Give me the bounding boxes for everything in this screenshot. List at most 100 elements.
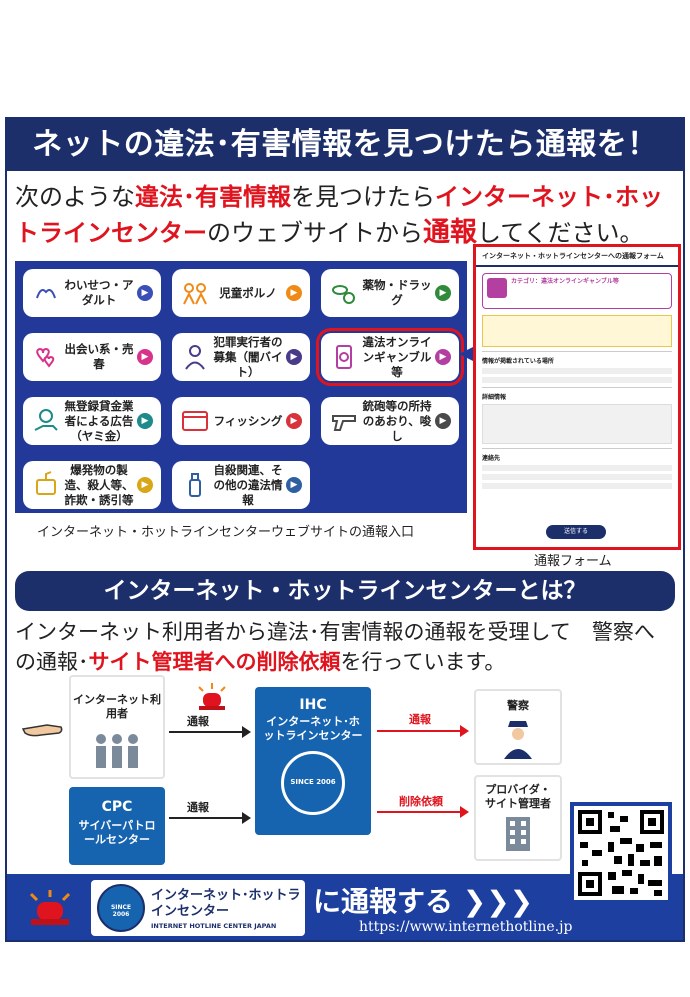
category-button-firearms[interactable]: 銃砲等の所持のあおり、唆し ▶ (321, 397, 459, 445)
logo-name: インターネット･ホットラインセンター (151, 888, 301, 919)
police-officer-icon (504, 721, 532, 759)
category-button-child[interactable]: 児童ポルノ ▶ (172, 269, 310, 317)
intro-highlight: 違法･有害情報 (135, 183, 291, 211)
provider-node: プロバイダ・サイト管理者 (474, 775, 562, 861)
user-label: インターネット利用者 (73, 693, 161, 720)
arrow-cpc-to-ihc (169, 812, 251, 824)
form-section-detail: 詳細情報 (482, 387, 672, 401)
form-section-contact: 連絡先 (482, 448, 672, 462)
site-url-link[interactable]: https://www.internethotline.jp (359, 919, 573, 935)
gambling-icon (487, 278, 507, 298)
intro-highlight: 通報 (423, 217, 477, 248)
category-panel: わいせつ・アダルト ▶ 児童ポルノ ▶ 薬物・ドラッグ ▶ 出会い系・売春 ▶ … (15, 261, 467, 513)
children-icon (183, 283, 207, 305)
category-button-explosives[interactable]: 爆発物の製造、殺人等、詐欺・誘引等 ▶ (23, 461, 161, 509)
form-category-label: カテゴリ：違法オンラインギャンブル等 (511, 278, 619, 285)
money-hand-icon (34, 409, 58, 431)
arrow-ihc-to-police (377, 725, 469, 737)
form-field[interactable] (482, 483, 672, 489)
desc-part: インターネット利用者から違法･有害情報の通報を受理して 警察への通報･ (15, 620, 655, 674)
intro-highlight: インターネット･ホットラインセンター (15, 183, 663, 247)
internet-user-node: インターネット利用者 (69, 675, 165, 779)
about-description: インターネット利用者から違法･有害情報の通報を受理して 警察への通報･サイト管理… (15, 617, 675, 677)
desc-part: を行っています。 (340, 650, 506, 674)
form-field[interactable] (482, 377, 672, 383)
category-button-loan[interactable]: 無登録貸金業者による広告（ヤミ金） ▶ (23, 397, 161, 445)
chevron-right-icon: ▶ (286, 477, 302, 493)
people-icon (96, 734, 138, 768)
browser-warning-icon (182, 411, 208, 431)
ihc-node: IHC インターネット･ホットラインセンター SINCE 2006 (255, 687, 371, 835)
chevron-right-icon: ▶ (286, 349, 302, 365)
arrow-label-report-cpc: 通報 (187, 801, 209, 814)
intro-part: してください。 (477, 219, 644, 247)
arrow-label-delete: 削除依頼 (399, 795, 443, 808)
form-section-info: 情報が掲載されている場所 (482, 351, 672, 365)
ihc-seal-text: SINCE 2006 (290, 778, 336, 786)
gambling-phone-icon (336, 345, 352, 369)
building-icon (506, 817, 530, 851)
form-submit-button[interactable]: 送信する (546, 525, 606, 539)
report-form-screenshot: インターネット・ホットラインセンターへの通報フォーム カテゴリ：違法オンラインギ… (473, 244, 681, 550)
chevron-right-icon: ▶ (137, 413, 153, 429)
logo-english-name: INTERNET HOTLINE CENTER JAPAN (151, 922, 277, 930)
footer-bar[interactable]: SINCE 2006 インターネット･ホットラインセンター INTERNET H… (7, 874, 683, 940)
intro-part: 次のような (15, 183, 135, 211)
ihc-seal: SINCE 2006 (281, 751, 345, 815)
category-label: わいせつ・アダルト (64, 278, 134, 307)
masked-person-icon (185, 345, 205, 370)
intro-part: を見つけたら (291, 183, 435, 211)
form-title: インターネット・ホットラインセンターへの通報フォーム (476, 247, 678, 267)
form-field[interactable] (482, 474, 672, 480)
siren-icon (198, 683, 226, 710)
category-button-adult[interactable]: わいせつ・アダルト ▶ (23, 269, 161, 317)
chevron-right-icon: ▶ (137, 285, 153, 301)
logo-seal: SINCE 2006 (97, 884, 145, 932)
category-label: 爆発物の製造、殺人等、詐欺・誘引等 (64, 462, 134, 507)
chevron-right-icon: ▶ (286, 285, 302, 301)
form-warning (482, 315, 672, 347)
category-button-phishing[interactable]: フィッシング ▶ (172, 397, 310, 445)
bottle-icon (189, 473, 201, 497)
form-field[interactable] (482, 368, 672, 374)
category-button-drugs[interactable]: 薬物・ドラッグ ▶ (321, 269, 459, 317)
desc-highlight: サイト管理者への削除依頼 (88, 650, 341, 674)
chevron-right-icon: ▶ (137, 349, 153, 365)
category-label: 犯罪実行者の募集（闇バイト） (213, 334, 283, 379)
form-field[interactable] (482, 465, 672, 471)
poster: ネットの違法･有害情報を見つけたら通報を！ 次のような違法･有害情報を見つけたら… (5, 117, 685, 942)
category-label: 出会い系・売春 (64, 342, 134, 371)
police-label: 警察 (507, 699, 529, 712)
report-callout[interactable]: に通報する ❯❯❯ (313, 885, 534, 918)
category-label: フィッシング (213, 413, 283, 428)
category-label: 自殺関連、その他の違法情報 (213, 462, 283, 507)
arrow-label-report: 通報 (187, 715, 209, 728)
form-textarea[interactable] (482, 404, 672, 444)
category-label: 児童ポルノ (219, 285, 277, 300)
intro-part: のウェブサイトから (207, 219, 423, 247)
category-label: 薬物・ドラッグ (362, 278, 432, 307)
siren-icon (29, 890, 71, 925)
ihc-subtitle: インターネット･ホットラインセンター (263, 715, 363, 742)
category-button-gambling[interactable]: 違法オンラインギャンブル等 ▶ (316, 328, 464, 386)
category-button-dating[interactable]: 出会い系・売春 ▶ (23, 333, 161, 381)
gun-icon (332, 415, 356, 431)
ihc-title: IHC (299, 697, 327, 713)
cpc-subtitle: サイバーパトロールセンター (78, 819, 156, 846)
arrow-ihc-to-provider (377, 806, 469, 818)
form-category-box: カテゴリ：違法オンラインギャンブル等 (482, 273, 672, 309)
chevron-right-icon: ▶ (435, 349, 451, 365)
provider-label: プロバイダ・サイト管理者 (485, 783, 551, 810)
category-button-suicide[interactable]: 自殺関連、その他の違法情報 ▶ (172, 461, 310, 509)
pills-icon (332, 285, 355, 304)
qr-code-icon (578, 810, 664, 896)
intro-text: 次のような違法･有害情報を見つけたらインターネット･ホットラインセンターのウェブ… (15, 179, 675, 251)
category-label: 違法オンラインギャンブル等 (362, 334, 432, 379)
category-button-recruit[interactable]: 犯罪実行者の募集（闇バイト） ▶ (172, 333, 310, 381)
ihc-logo[interactable]: SINCE 2006 インターネット･ホットラインセンター INTERNET H… (91, 880, 305, 936)
category-caption: インターネット・ホットラインセンターウェブサイトの通報入口 (37, 525, 415, 540)
chevron-right-icon: ▶ (137, 477, 153, 493)
category-label: 銃砲等の所持のあおり、唆し (362, 398, 432, 443)
police-node: 警察 (474, 689, 562, 765)
qr-code[interactable] (570, 802, 672, 904)
